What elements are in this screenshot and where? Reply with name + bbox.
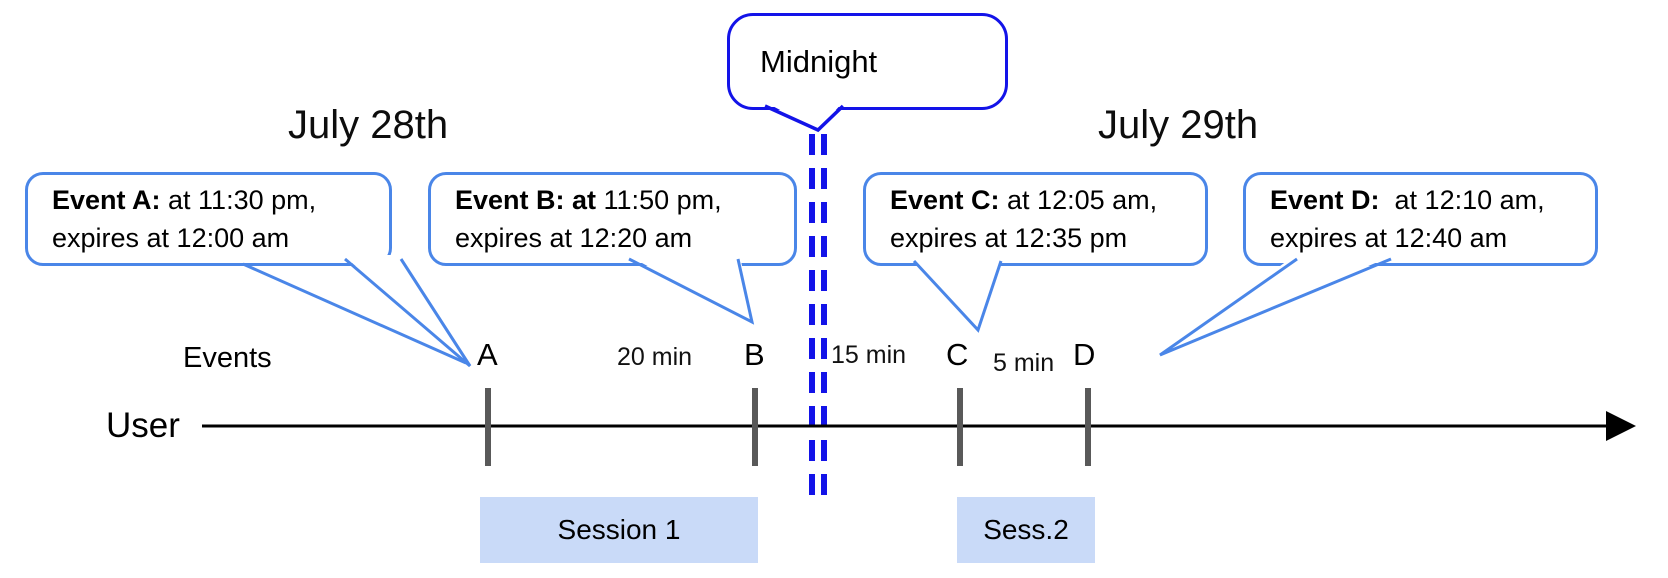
event-c-expiry: expires at 12:35 pm — [890, 223, 1128, 253]
event-c-tail — [912, 259, 1003, 333]
marker-label-b: B — [744, 337, 765, 372]
date-heading-july-29: July 29th — [1098, 103, 1259, 147]
session-2-box: Sess.2 — [957, 497, 1095, 563]
event-d-line1: Event D: at 12:10 am, — [1270, 181, 1579, 219]
event-a-expiry: expires at 12:00 am — [52, 223, 290, 253]
event-c-time: at 12:05 am, — [999, 185, 1158, 215]
event-d-expiry: expires at 12:40 am — [1270, 223, 1508, 253]
event-d-callout: Event D: at 12:10 am, expires at 12:40 a… — [1243, 172, 1598, 266]
event-a-title: Event A: — [52, 185, 161, 215]
event-c-tail-mask — [912, 257, 1003, 330]
event-b-time: 11:50 pm, — [596, 185, 722, 215]
event-b-line1: Event B: at 11:50 pm, — [455, 181, 778, 219]
event-c-callout: Event C: at 12:05 am, expires at 12:35 p… — [863, 172, 1208, 266]
event-c-title: Event C: — [890, 185, 1000, 215]
event-b-tail — [628, 257, 755, 325]
event-d-title: Event D: — [1270, 185, 1380, 215]
timeline-arrowhead-icon — [1606, 411, 1636, 441]
marker-label-d: D — [1073, 337, 1096, 372]
gap-label-5min: 5 min — [993, 349, 1055, 377]
event-a-tail-mask — [343, 255, 470, 366]
user-axis-label: User — [106, 406, 180, 445]
event-a-line1: Event A: at 11:30 pm, — [52, 181, 373, 219]
date-heading-july-28: July 28th — [288, 103, 449, 147]
events-axis-label: Events — [183, 342, 272, 374]
event-a-callout: Event A: at 11:30 pm, expires at 12:00 a… — [25, 172, 392, 266]
marker-label-c: C — [946, 337, 969, 372]
event-a-pointer-line — [242, 262, 467, 365]
event-d-tail-mask — [1160, 255, 1394, 355]
event-a-tail — [344, 257, 472, 368]
event-c-line1: Event C: at 12:05 am, — [890, 181, 1189, 219]
gap-label-20min: 20 min — [617, 343, 693, 371]
session-1-box: Session 1 — [480, 497, 758, 563]
session-1-label: Session 1 — [557, 514, 681, 545]
event-a-time: at 11:30 pm, — [160, 185, 317, 215]
gap-label-15min: 15 min — [831, 341, 907, 369]
event-b-expiry: expires at 12:20 am — [455, 223, 693, 253]
event-b-title: Event B: at — [455, 185, 597, 215]
event-d-time: at 12:10 am, — [1379, 185, 1545, 215]
event-b-callout: Event B: at 11:50 pm, expires at 12:20 a… — [428, 172, 797, 266]
marker-label-a: A — [477, 337, 498, 372]
midnight-callout: Midnight — [727, 13, 1008, 110]
midnight-label: Midnight — [760, 43, 878, 79]
session-2-label: Sess.2 — [983, 514, 1069, 545]
event-d-tail — [1159, 257, 1392, 357]
